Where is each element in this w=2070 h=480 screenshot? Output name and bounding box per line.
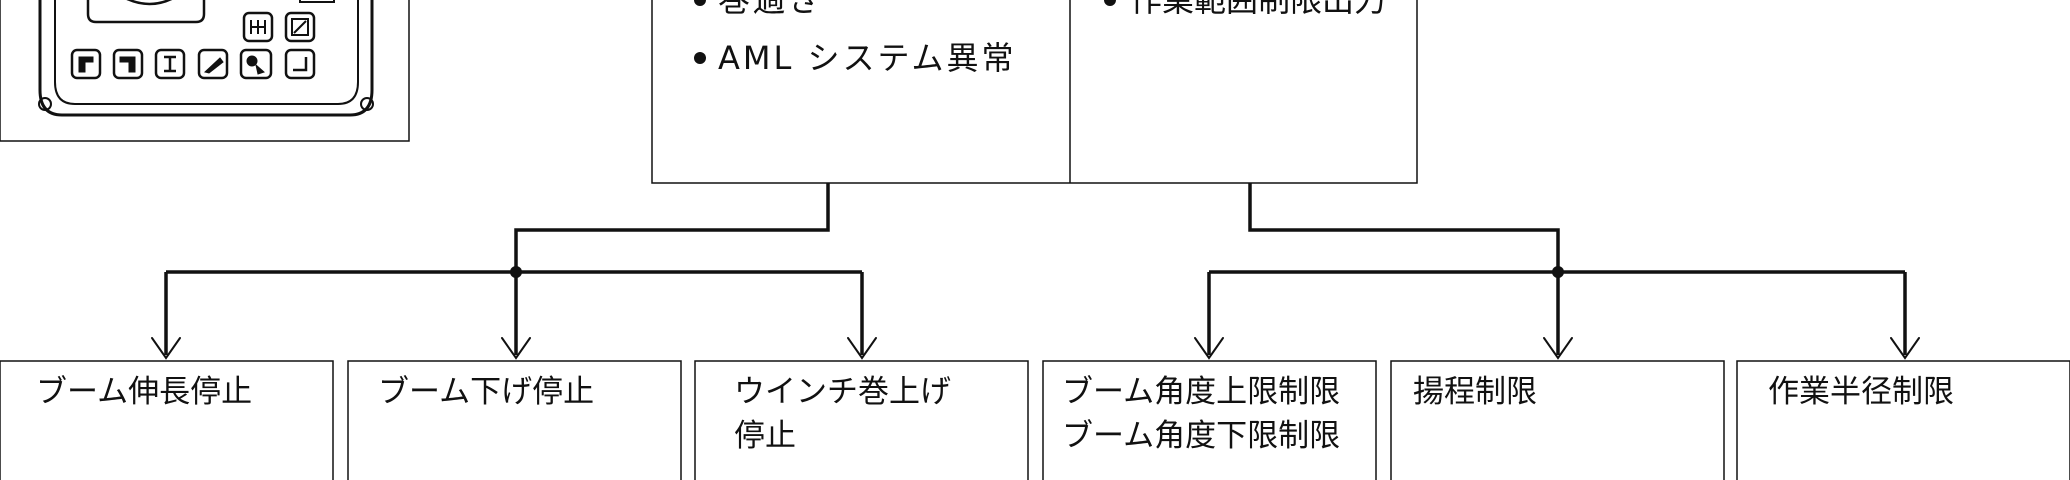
- result-boxes: [0, 360, 2070, 480]
- result-box: [1042, 360, 1377, 480]
- boom-extend-icon: [70, 48, 102, 80]
- gear-shift-icon: [242, 11, 274, 43]
- conditions-box: [651, 0, 1418, 184]
- bullet-dot: [1104, 0, 1116, 6]
- result-box: [1736, 360, 2070, 480]
- condition-item-work-range-output: 作業範囲制限出力: [1130, 0, 1387, 19]
- connector-lines: [164, 183, 1907, 355]
- monitor-icon: [284, 11, 316, 43]
- condition-item-overwind: 巻過き: [718, 0, 824, 19]
- boom-retract-icon: [112, 48, 144, 80]
- result-label-winch-hoist-stop: ウインチ巻上げ 停止: [734, 374, 951, 454]
- junction-dots: [510, 266, 1564, 278]
- arrowheads: [151, 337, 1920, 360]
- result-label-boom-angle-limit: ブーム角度上限制限 ブーム角度下限制限: [1062, 374, 1341, 454]
- result-box: [694, 360, 1029, 480]
- telescope-icon: [154, 48, 186, 80]
- boom-angle-icon: [197, 48, 229, 80]
- result-box: [1390, 360, 1725, 480]
- enter-icon: [284, 48, 316, 80]
- result-box: [0, 360, 334, 480]
- result-label-boom-lower-stop: ブーム下げ停止: [378, 374, 595, 410]
- condition-item-aml-error: AML システム異常: [718, 39, 1017, 77]
- winch-icon: [239, 48, 273, 80]
- result-label-work-radius-limit: 作業半径制限: [1768, 374, 1954, 410]
- result-box: [347, 360, 682, 480]
- result-label-boom-extend-stop: ブーム伸長停止: [36, 374, 253, 410]
- control-panel-illustration: [0, 0, 410, 142]
- bullet-dot: [694, 0, 706, 6]
- bullet-dot: [694, 52, 706, 64]
- result-label-lift-height-limit: 揚程制限: [1413, 374, 1537, 410]
